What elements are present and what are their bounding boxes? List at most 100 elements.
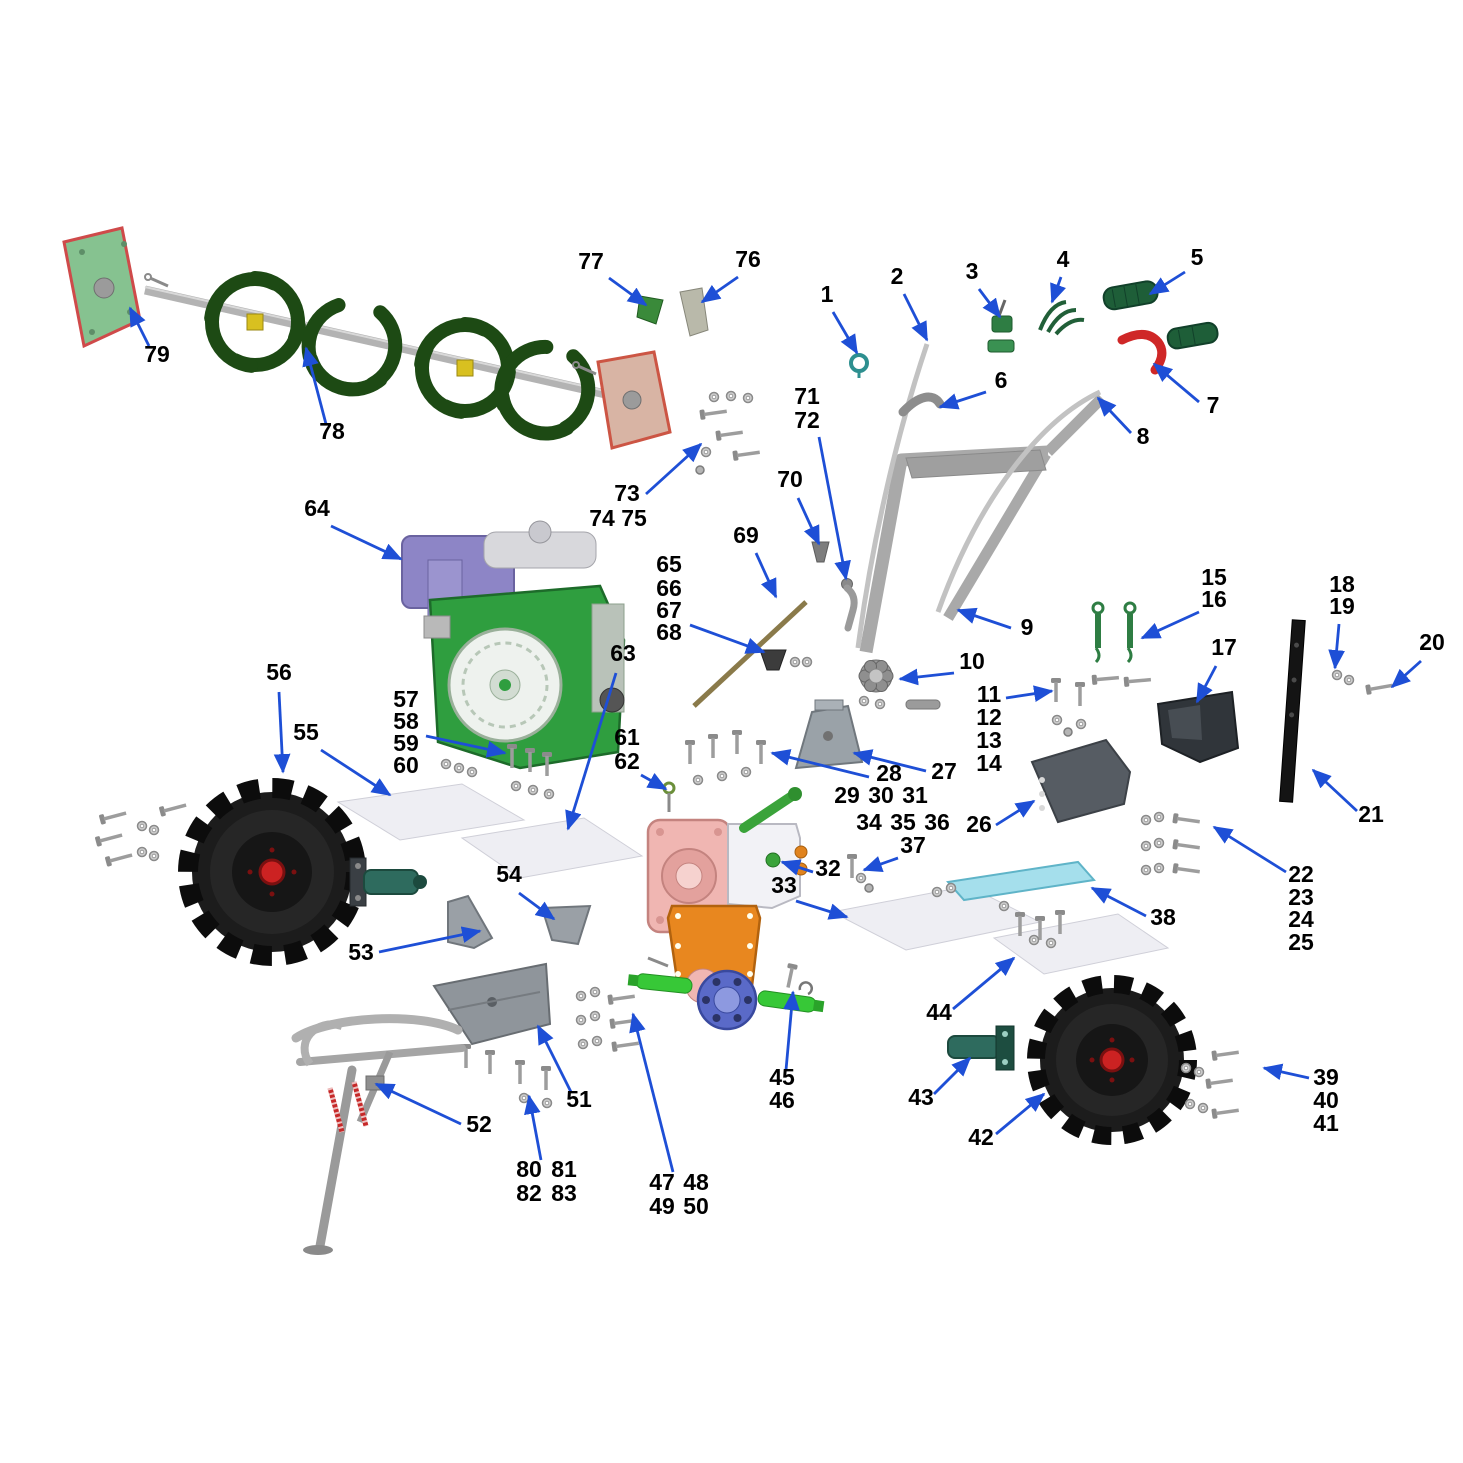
part-number-33: 33 — [771, 872, 797, 898]
part-number-55: 55 — [293, 719, 319, 745]
part-number-37: 37 — [900, 832, 926, 858]
clevis-pin — [905, 699, 941, 710]
leader-arrow-37 — [862, 856, 899, 872]
leader-arrow-66 — [689, 623, 766, 654]
leader-arrow-19 — [1328, 623, 1345, 670]
engine — [401, 520, 626, 770]
lever-71-72 — [841, 578, 858, 632]
leader-arrow-8 — [1096, 396, 1133, 434]
hitch-bracket-17 — [1156, 690, 1240, 764]
part-number-69: 69 — [733, 522, 759, 548]
axle-shaft-left — [627, 973, 693, 994]
part-number-39: 39 — [1313, 1064, 1339, 1090]
part-number-1: 1 — [821, 281, 834, 307]
part-number-53: 53 — [348, 939, 374, 965]
leader-arrow-70 — [796, 497, 821, 546]
carburetor — [423, 615, 451, 639]
part-number-45: 45 — [769, 1064, 795, 1090]
eye-ring-1 — [849, 353, 869, 378]
support-bracket-54 — [540, 904, 592, 946]
part-number-66: 66 — [656, 575, 682, 601]
fuel-cap — [528, 520, 552, 544]
part-number-48: 48 — [683, 1169, 709, 1195]
leader-arrow-11 — [1005, 685, 1054, 703]
tiller-end-plate-right — [596, 350, 672, 450]
part-number-73: 73 — [614, 480, 640, 506]
depth-bar-21 — [1279, 619, 1306, 803]
fender-strip-38 — [946, 860, 1096, 902]
part-number-12: 12 — [976, 704, 1002, 730]
kickstand-springs — [327, 1081, 369, 1133]
leader-arrow-48 — [629, 1012, 675, 1173]
part-number-60: 60 — [393, 752, 419, 778]
part-number-74: 74 — [589, 505, 615, 531]
leader-arrow-7 — [1152, 362, 1200, 404]
handlebar-upper-right — [1044, 394, 1106, 456]
leader-arrow-51 — [536, 1024, 573, 1093]
leader-arrow-9 — [956, 607, 1012, 630]
part-number-71: 71 — [794, 383, 820, 409]
leader-arrow-42 — [995, 1092, 1046, 1136]
part-number-46: 46 — [769, 1087, 795, 1113]
part-number-35: 35 — [890, 809, 916, 835]
left-wheel — [178, 778, 366, 966]
part-number-4: 4 — [1057, 246, 1070, 272]
part-number-14: 14 — [976, 750, 1002, 776]
part-number-83: 83 — [551, 1180, 577, 1206]
cotter-pin-right — [572, 361, 597, 376]
right-fender-panel-44 — [992, 913, 1170, 975]
part-number-20: 20 — [1419, 629, 1445, 655]
part-number-43: 43 — [908, 1084, 934, 1110]
part-number-62: 62 — [614, 748, 640, 774]
fastener-cluster-39-41 — [1180, 1045, 1242, 1121]
left-axle-hub — [349, 857, 427, 907]
part-number-15: 15 — [1201, 564, 1227, 590]
part-number-47: 47 — [649, 1169, 675, 1195]
fastener-cluster-47-50 — [575, 986, 642, 1054]
leader-arrow-32 — [780, 859, 814, 876]
part-number-51: 51 — [566, 1086, 592, 1112]
mount-plate-51 — [432, 962, 552, 1046]
coupling-10 — [858, 659, 894, 693]
gearbox-housing — [727, 823, 801, 910]
leader-arrow-5 — [1148, 270, 1186, 296]
part-number-28: 28 — [876, 760, 902, 786]
kickstand-foot — [303, 1245, 333, 1255]
shaft-pin — [647, 956, 669, 968]
kickstand — [291, 1014, 466, 1255]
handlebar-brace — [943, 451, 1051, 621]
leader-arrow-28 — [770, 749, 870, 779]
leader-arrow-33 — [795, 899, 849, 920]
leader-arrow-3 — [977, 288, 1002, 319]
spring-clip-4 — [1038, 300, 1085, 336]
leader-arrow-79 — [128, 306, 151, 347]
part-number-3: 3 — [966, 258, 979, 284]
leader-arrow-72 — [817, 436, 851, 581]
part-number-26: 26 — [966, 811, 992, 837]
part-number-67: 67 — [656, 597, 682, 623]
part-number-23: 23 — [1288, 884, 1314, 910]
right-wheel — [1027, 975, 1197, 1145]
controls — [849, 280, 1219, 378]
leader-arrow-56 — [273, 691, 291, 774]
leader-arrow-27 — [852, 749, 927, 773]
gear-lever — [739, 791, 797, 833]
leader-arrow-17 — [1195, 665, 1218, 704]
leader-arrow-6 — [938, 390, 987, 410]
right-axle-hub — [947, 1025, 1015, 1071]
fastener-cluster-18-20 — [1331, 669, 1396, 697]
fastener-cluster-80-83 — [459, 1042, 553, 1109]
right-wheel-hub — [1099, 1047, 1125, 1073]
part-number-30: 30 — [868, 782, 894, 808]
part-number-78: 78 — [319, 418, 345, 444]
part-number-9: 9 — [1021, 614, 1034, 640]
left-fender-panel-63 — [460, 817, 644, 879]
part-number-56: 56 — [266, 659, 292, 685]
part-number-16: 16 — [1201, 586, 1227, 612]
part-number-42: 42 — [968, 1124, 994, 1150]
tiller-end-plate-left — [62, 226, 142, 349]
fastener-cluster-left-wheel — [92, 798, 190, 869]
leader-arrow-52 — [374, 1082, 462, 1126]
